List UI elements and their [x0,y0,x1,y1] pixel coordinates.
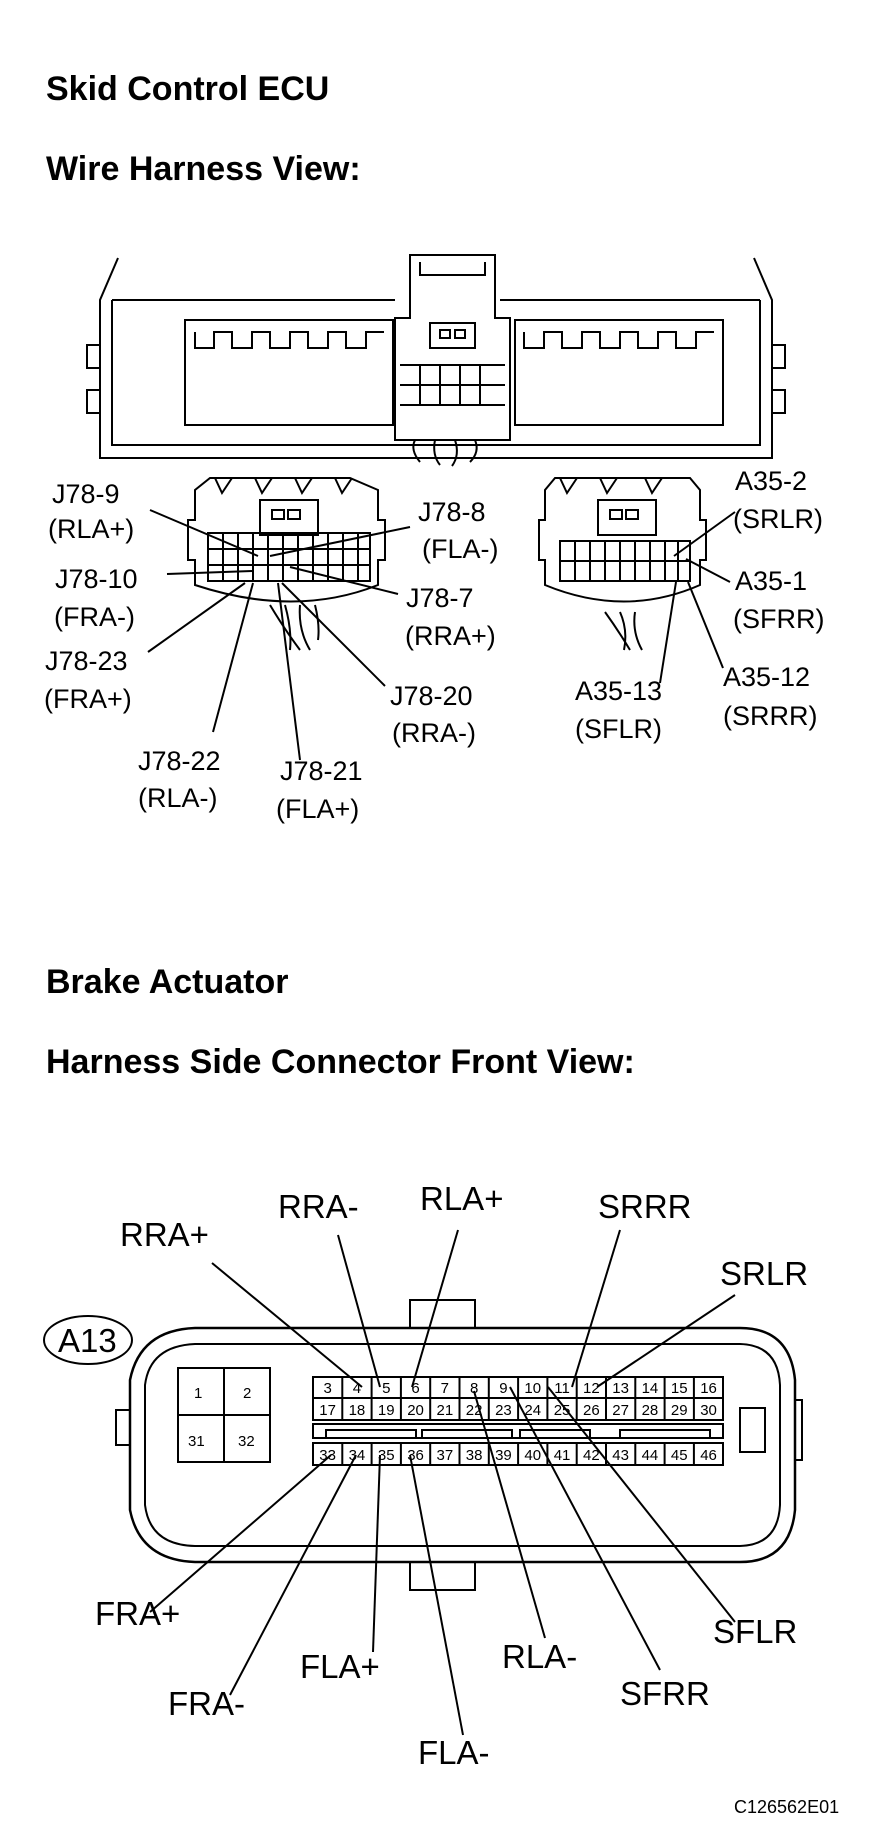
label-rra-minus: RRA- [278,1188,359,1225]
pin-number: 41 [554,1447,571,1464]
label-a35-13-signal: (SFLR) [575,714,662,744]
connector-a35 [538,477,707,651]
label-a35-2: A35-2 [735,466,807,496]
pin-number: 12 [583,1380,600,1397]
label-a35-12: A35-12 [723,662,810,692]
ecu-leader-lines [147,509,736,761]
pin-number: 7 [441,1380,449,1397]
label-j78-20-signal: (RRA-) [392,718,476,748]
label-j78-20: J78-20 [390,681,473,711]
pin-number: 17 [319,1402,336,1419]
label-j78-10: J78-10 [55,564,138,594]
label-fla-plus: FLA+ [300,1648,380,1685]
label-j78-7: J78-7 [406,583,474,613]
label-j78-23: J78-23 [45,646,128,676]
pin-number: 35 [378,1447,395,1464]
pin-number: 19 [378,1402,395,1419]
pin-number: 33 [319,1447,336,1464]
pin-number: 38 [466,1447,483,1464]
label-j78-21: J78-21 [280,756,363,786]
pin-number: 21 [437,1402,454,1419]
pin-number: 43 [612,1447,629,1464]
pin-number: 25 [554,1402,571,1419]
pin-number: 13 [612,1380,629,1397]
pin-number: 23 [495,1402,512,1419]
label-rla-plus: RLA+ [420,1180,503,1217]
label-j78-21-signal: (FLA+) [276,794,359,824]
label-j78-22-signal: (RLA-) [138,783,218,813]
pin-number: 44 [642,1447,659,1464]
label-fla-minus: FLA- [418,1734,490,1771]
connector-j78 [187,477,386,651]
label-j78-8-signal: (FLA-) [422,534,499,564]
pin-1: 1 [194,1385,202,1402]
pin-number: 24 [524,1402,541,1419]
pin-number: 46 [700,1447,717,1464]
pin-number: 42 [583,1447,600,1464]
pin-number: 15 [671,1380,688,1397]
label-a35-1-signal: (SFRR) [733,604,824,634]
pin-number: 40 [524,1447,541,1464]
actuator-title: Brake Actuator [46,963,289,1001]
pin-number: 10 [524,1380,541,1397]
pin-number: 6 [411,1380,419,1397]
label-connector-a13: A13 [58,1322,117,1359]
label-j78-22: J78-22 [138,746,221,776]
pin-number: 45 [671,1447,688,1464]
pin-number: 36 [407,1447,424,1464]
pin-number: 5 [382,1380,390,1397]
pin-number: 4 [353,1380,361,1397]
label-srlr: SRLR [720,1255,808,1292]
label-a35-1: A35-1 [735,566,807,596]
label-rra-plus: RRA+ [120,1216,209,1253]
pin-number: 37 [437,1447,454,1464]
pin-number: 39 [495,1447,512,1464]
pin-number: 11 [554,1380,570,1397]
ecu-title: Skid Control ECU [46,70,330,108]
connector-a13 [43,1299,803,1591]
pin-32: 32 [238,1433,255,1450]
pin-number: 27 [612,1402,629,1419]
label-j78-10-signal: (FRA-) [54,602,135,632]
pin-2: 2 [243,1385,251,1402]
label-rla-minus: RLA- [502,1638,577,1675]
label-fra-minus: FRA- [168,1685,245,1722]
label-a35-12-signal: (SRRR) [723,701,818,731]
label-j78-7-signal: (RRA+) [405,621,496,651]
pin-number: 9 [499,1380,507,1397]
label-a35-2-signal: (SRLR) [733,504,823,534]
label-j78-9-signal: (RLA+) [48,514,134,544]
actuator-view-title: Harness Side Connector Front View: [46,1043,635,1081]
label-j78-23-signal: (FRA+) [44,684,132,714]
pin-number: 18 [349,1402,366,1419]
pin-31: 31 [188,1433,205,1450]
pin-number: 20 [407,1402,424,1419]
pin-number: 30 [700,1402,717,1419]
pin-number: 26 [583,1402,600,1419]
a13-pin-grid [312,1376,724,1466]
a13-leader-lines [149,1229,736,1736]
pin-number: 22 [466,1402,483,1419]
pin-number: 28 [642,1402,659,1419]
label-j78-8: J78-8 [418,497,486,527]
pin-number: 34 [349,1447,366,1464]
pin-number: 14 [642,1380,659,1397]
label-fra-plus: FRA+ [95,1595,180,1632]
pin-number: 8 [470,1380,478,1397]
ecu-view-title: Wire Harness View: [46,150,361,188]
figure-code: C126562E01 [734,1797,839,1817]
label-j78-9: J78-9 [52,479,120,509]
label-sflr: SFLR [713,1613,797,1650]
label-sfrr: SFRR [620,1675,710,1712]
pin-number: 3 [323,1380,331,1397]
label-a35-13: A35-13 [575,676,662,706]
pin-number: 16 [700,1380,717,1397]
pin-number: 29 [671,1402,688,1419]
label-srrr: SRRR [598,1188,692,1225]
ecu-housing [86,254,786,467]
